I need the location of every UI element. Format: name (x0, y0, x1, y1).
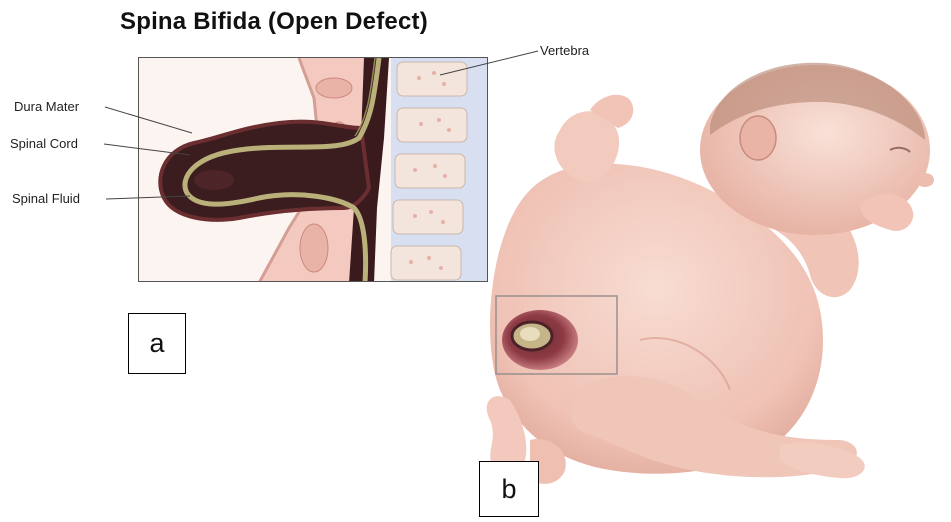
infant-nose (916, 173, 934, 187)
label-spinal-cord: Spinal Cord (10, 136, 78, 151)
panel-label-b: b (479, 461, 539, 517)
panel-label-a: a (128, 313, 186, 374)
infant-illustration (420, 40, 951, 522)
diagram-title: Spina Bifida (Open Defect) (120, 8, 428, 36)
label-dura-mater: Dura Mater (14, 99, 79, 114)
infant-ear (740, 116, 776, 160)
label-spinal-fluid: Spinal Fluid (12, 191, 80, 206)
